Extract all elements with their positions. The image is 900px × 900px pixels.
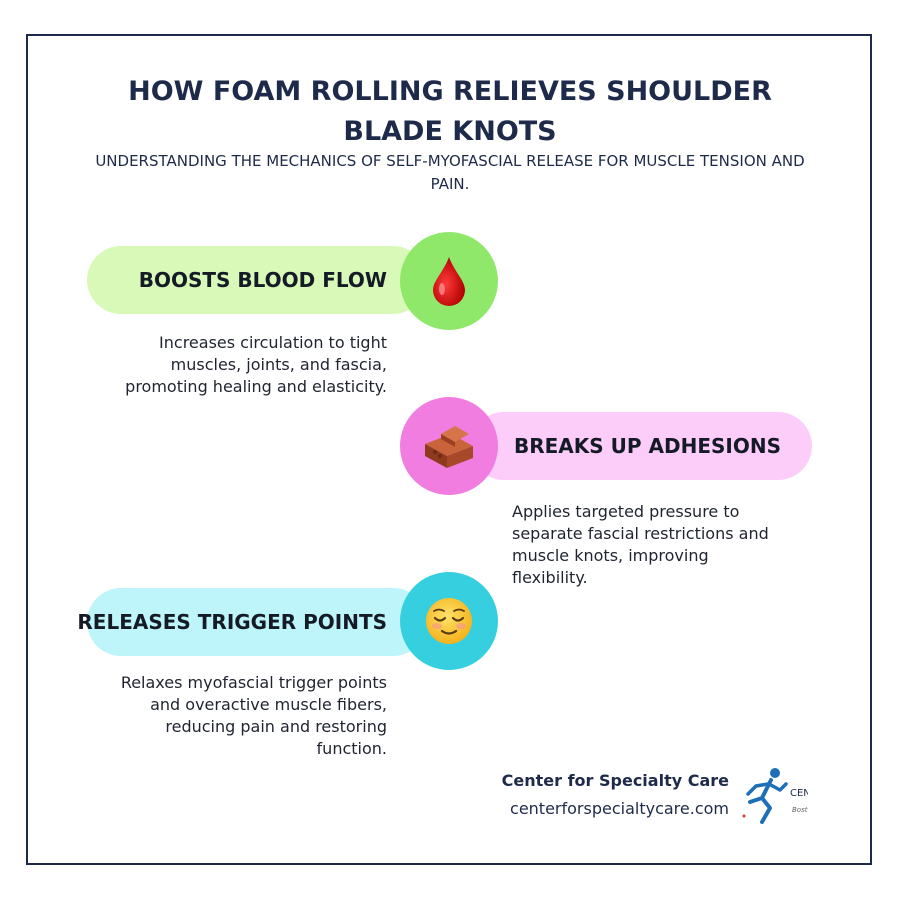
benefit-label: BREAKS UP ADHESIONS	[514, 434, 781, 458]
benefit-icon-circle	[400, 397, 498, 495]
benefit-description: Increases circulation to tight muscles, …	[125, 333, 387, 396]
logo-text: CEN	[790, 788, 808, 799]
page-subtitle: UNDERSTANDING THE MECHANICS OF SELF-MYOF…	[95, 152, 805, 193]
benefit-icon-circle	[400, 232, 498, 330]
brick-icon	[425, 426, 473, 468]
relieved-face-icon	[426, 598, 472, 644]
infographic-frame	[26, 34, 872, 865]
brand-name: Center for Specialty Care	[501, 771, 729, 790]
blood-drop-icon	[433, 257, 465, 306]
running-figure-icon	[742, 768, 788, 824]
benefit-pill-adhesions: BREAKS UP ADHESIONS	[470, 412, 812, 480]
benefit-label: RELEASES TRIGGER POINTS	[77, 610, 387, 634]
brand-website[interactable]: centerforspecialtycare.com	[510, 799, 729, 818]
benefit-pill-trigger-points: RELEASES TRIGGER POINTS	[77, 588, 427, 656]
benefit-pill-blood-flow: BOOSTS BLOOD FLOW	[87, 246, 427, 314]
benefit-icon-circle	[400, 572, 498, 670]
logo-subtext: Bost	[792, 806, 808, 814]
brand-logo: CEN Bost	[740, 764, 808, 826]
page-title: HOW FOAM ROLLING RELIEVES SHOULDER BLADE…	[128, 76, 772, 147]
benefit-description: Applies targeted pressure to separate fa…	[512, 502, 769, 587]
benefit-label: BOOSTS BLOOD FLOW	[138, 268, 387, 292]
benefit-description: Relaxes myofascial trigger points and ov…	[120, 673, 387, 758]
